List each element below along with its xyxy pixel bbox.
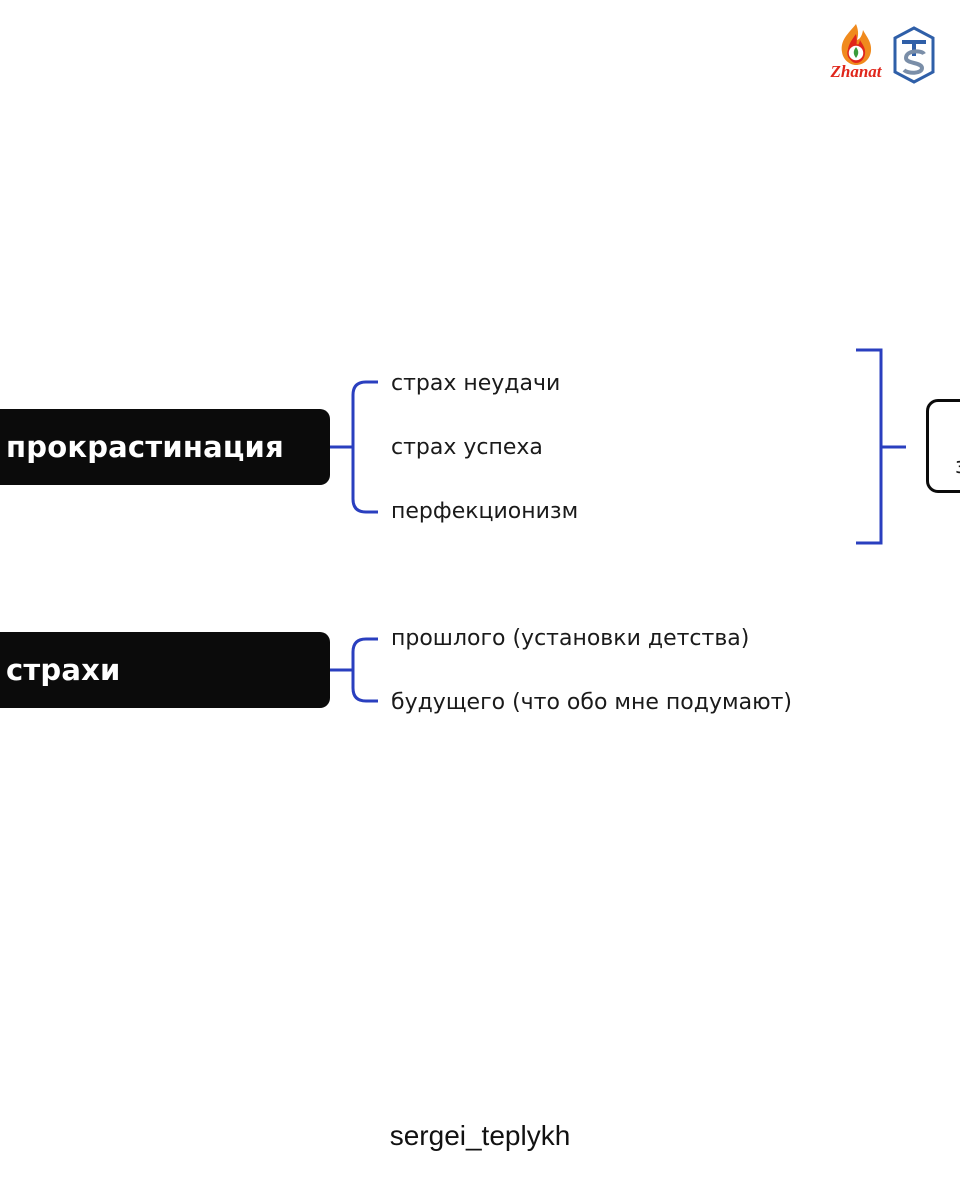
- bracket-procrastination: [330, 380, 378, 514]
- flame-icon: [841, 24, 872, 65]
- bracket-right-group: [856, 348, 906, 545]
- branch-fear-of-success: страх успеха: [391, 435, 543, 460]
- zhanat-logo: Zhanat: [826, 22, 886, 84]
- node-cutoff-glyph: з: [955, 454, 960, 479]
- node-fears-label: страхи: [6, 653, 121, 687]
- node-procrastination: прокрастинация: [0, 409, 330, 485]
- node-fears: страхи: [0, 632, 330, 708]
- zhanat-logo-text: Zhanat: [830, 62, 882, 81]
- node-procrastination-label: прокрастинация: [6, 430, 284, 464]
- author-handle: sergei_teplykh: [389, 1120, 571, 1151]
- branch-future: будущего (что обо мне подумают): [391, 690, 792, 715]
- node-cutoff-right: з: [926, 399, 960, 493]
- branch-fear-of-failure: страх неудачи: [391, 371, 561, 396]
- branch-past: прошлого (установки детства): [391, 626, 750, 651]
- bracket-fears: [330, 637, 378, 703]
- branch-perfectionism: перфекционизм: [391, 499, 579, 524]
- ts-shield-logo: [892, 26, 936, 84]
